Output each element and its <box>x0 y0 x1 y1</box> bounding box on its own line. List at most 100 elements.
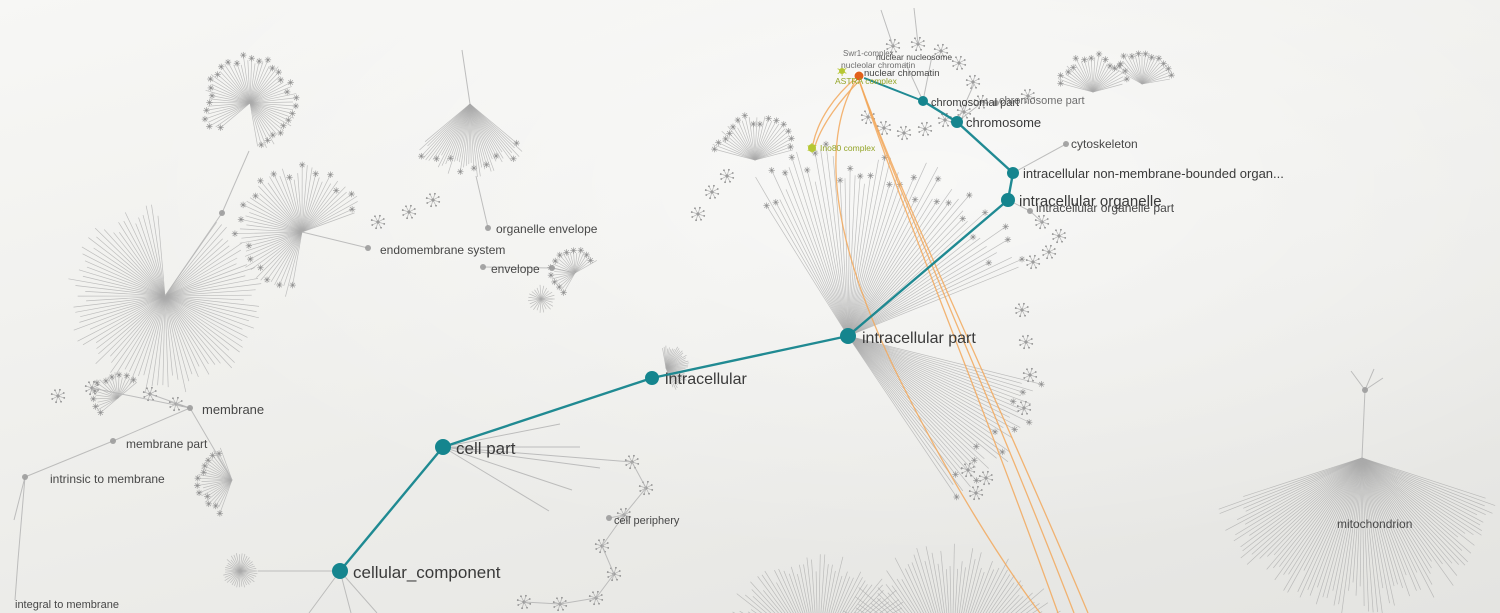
graph-label: nuclear nucleosome <box>876 52 952 62</box>
graph-edge <box>482 266 553 269</box>
graph-node-gray[interactable] <box>1063 141 1069 147</box>
graph-edge <box>1364 368 1375 391</box>
path-edge-teal <box>651 334 849 380</box>
graph-edge <box>301 231 369 249</box>
term-node-cell_part[interactable] <box>435 439 451 455</box>
mini-cluster <box>896 125 912 141</box>
graph-edge <box>13 476 26 521</box>
path-edge-teal <box>442 376 653 449</box>
graph-node-gray[interactable] <box>22 474 28 480</box>
term-label-chromosome[interactable]: chromosome <box>966 115 1041 130</box>
graph-label: organelle envelope <box>496 222 598 236</box>
graph-node-gray[interactable] <box>549 265 555 271</box>
graph-edge <box>913 7 919 45</box>
cluster-fan <box>547 247 597 296</box>
term-label-chromosomal_part[interactable]: chromosomal part <box>931 97 1019 109</box>
mini-cluster <box>1014 302 1030 318</box>
graph-node-gray[interactable] <box>1027 208 1033 214</box>
graph-edge <box>1350 370 1366 391</box>
term-node-intracellular_part[interactable] <box>840 328 856 344</box>
term-node-intracellular[interactable] <box>645 371 659 385</box>
graph-edge <box>904 61 924 102</box>
term-label-intracellular_nmb_organelle[interactable]: intracellular non-membrane-bounded organ… <box>1023 166 1284 181</box>
term-label-cell_part[interactable]: cell part <box>456 439 516 458</box>
graph-edge <box>442 423 561 448</box>
graph-edge <box>1012 143 1067 174</box>
graph-edge <box>112 407 191 442</box>
graph-label: membrane part <box>126 437 208 451</box>
term-node-chromosomal_part[interactable] <box>918 96 928 106</box>
graph-node-gray[interactable] <box>485 225 491 231</box>
graph-label: mitochondrion <box>1337 517 1412 531</box>
graph-label: endomembrane system <box>380 243 505 257</box>
graph-node-gray[interactable] <box>187 405 193 411</box>
cluster-fan <box>223 553 258 588</box>
graph-label: ASTRA complex <box>835 76 898 86</box>
graph-label: Ino80 complex <box>820 143 876 153</box>
graph-label: cell periphery <box>614 515 680 527</box>
cluster-fan <box>90 371 138 416</box>
graph-edge <box>595 573 615 599</box>
term-node-chromosome[interactable] <box>951 116 963 128</box>
graph-label: nucleolar chromatin <box>841 60 915 70</box>
mini-cluster <box>960 462 976 478</box>
gray-edge-layer <box>13 7 1384 613</box>
highlighted-term-node-green[interactable] <box>837 65 847 77</box>
graph-edge <box>922 55 933 102</box>
highlight-edge-orange <box>812 76 858 145</box>
path-edge-teal <box>922 99 958 124</box>
highlight-edge-orange <box>858 79 1059 613</box>
cluster-fan <box>711 112 795 161</box>
graph-edge <box>601 545 615 575</box>
mini-cluster <box>516 594 532 610</box>
graph-edge <box>17 476 26 561</box>
graph-edge <box>551 267 576 274</box>
cluster-fan <box>842 543 1061 613</box>
term-label-intracellular[interactable]: intracellular <box>665 371 747 388</box>
graph-edge <box>221 150 250 214</box>
term-node-intracellular_nmb_organelle[interactable] <box>1007 167 1019 179</box>
mini-cluster <box>704 184 720 200</box>
graph-node-gray[interactable] <box>480 264 486 270</box>
mini-cluster <box>933 43 949 59</box>
term-node-intracellular_organelle[interactable] <box>1001 193 1015 207</box>
graph-edge <box>91 387 191 409</box>
mini-cluster <box>1041 244 1057 260</box>
term-node-cellular_component[interactable] <box>332 563 348 579</box>
graph-edge <box>339 570 378 613</box>
graph-label: integral to membrane <box>15 599 119 611</box>
graph-edge <box>623 487 647 516</box>
graph-node-gray[interactable] <box>1362 387 1368 393</box>
mini-cluster <box>968 485 984 501</box>
cluster-fan <box>194 447 233 517</box>
teal-path-layer <box>339 75 1015 572</box>
term-label-cellular_component[interactable]: cellular_component <box>353 563 501 582</box>
graph-label: nuclear chromatin <box>864 68 940 79</box>
cluster-layer <box>50 36 1496 613</box>
highlighted-term-node-green[interactable] <box>807 142 817 154</box>
graph-node-gray[interactable] <box>606 515 612 521</box>
highlight-edge-orange <box>858 79 1089 613</box>
graph-node-gray[interactable] <box>365 245 371 251</box>
graph-edge <box>189 407 233 481</box>
graph-node-gray[interactable] <box>219 210 225 216</box>
graph-edge <box>14 559 19 601</box>
mini-cluster <box>1018 334 1034 350</box>
graph-edge <box>442 446 573 491</box>
highlighted-term-node-orange[interactable] <box>853 70 865 82</box>
highlight-edge-orange <box>858 79 1075 613</box>
mini-cluster <box>425 192 441 208</box>
mini-cluster <box>956 104 972 120</box>
mini-cluster <box>1025 254 1041 270</box>
mini-cluster <box>978 470 994 486</box>
mini-cluster <box>1022 367 1038 383</box>
graph-edge <box>442 446 601 469</box>
mini-cluster <box>965 74 981 90</box>
term-label-intracellular_organelle[interactable]: intracellular organelle <box>1019 193 1162 210</box>
graph-label: membrane <box>202 402 264 417</box>
graph-node-gray[interactable] <box>993 100 999 106</box>
term-label-intracellular_part[interactable]: intracellular part <box>862 330 976 347</box>
graph-node-gray[interactable] <box>110 438 116 444</box>
